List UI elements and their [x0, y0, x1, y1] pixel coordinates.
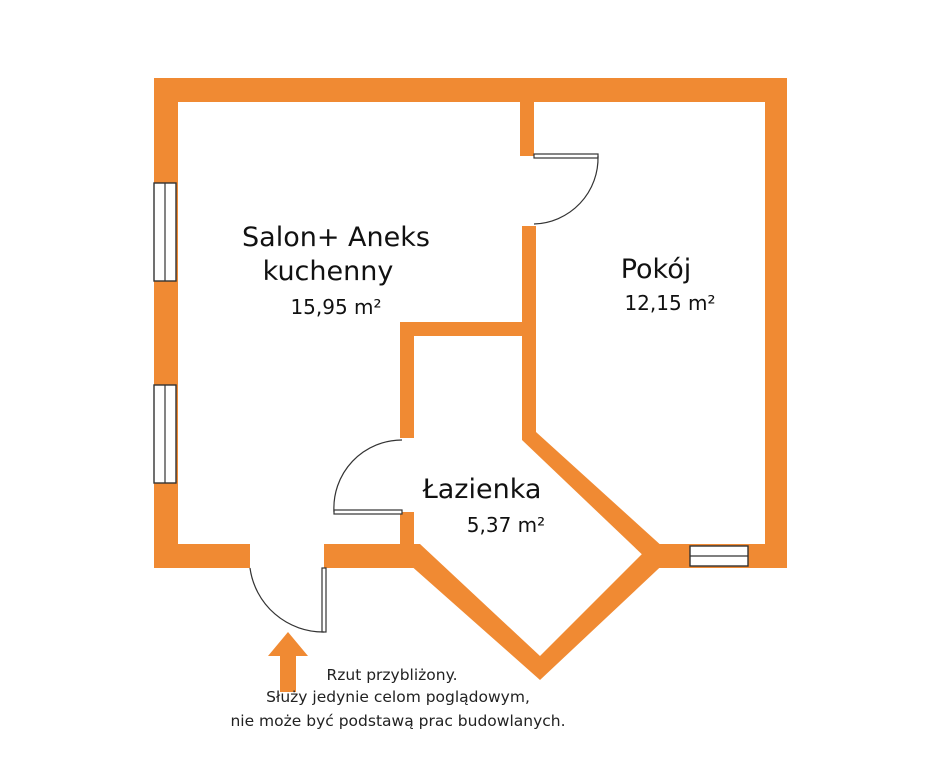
salon-name-line2: kuchenny [263, 256, 394, 287]
wall-top [154, 78, 787, 102]
wall-left [154, 78, 178, 568]
salon-area: 15,95 m² [290, 295, 381, 319]
wall-bottom-left-a [154, 544, 250, 568]
door-bath-leaf [333, 509, 403, 515]
pokoj-area: 12,15 m² [624, 291, 715, 315]
door-bath-swing [333, 439, 403, 513]
door-entrance-leaf [321, 567, 327, 633]
lazienka-name: Łazienka [422, 474, 542, 505]
windows [153, 182, 749, 567]
wall-bath-diagonal [522, 432, 664, 562]
wall-bottom-left-b [324, 544, 414, 568]
wall-bay [400, 544, 672, 680]
lazienka-area: 5,37 m² [467, 513, 545, 537]
wall-bath-top [400, 322, 530, 336]
pokoj-name: Pokój [621, 254, 692, 285]
entrance-arrow-icon [268, 632, 308, 692]
door-entrance-swing [249, 567, 325, 633]
doors [249, 153, 599, 633]
disclaimer-line2: Służy jedynie celom poglądowym, [266, 688, 530, 706]
disclaimer-line1: Rzut przybliżony. [326, 666, 457, 684]
salon-name-line1: Salon+ Aneks [242, 222, 430, 253]
door-pokoj-leaf [533, 153, 599, 159]
walls [154, 78, 787, 680]
wall-right [765, 78, 787, 568]
wall-bath-left-upper [400, 322, 414, 438]
wall-interior-top [520, 100, 534, 156]
door-pokoj-swing [533, 155, 599, 225]
disclaimer-line3: nie może być podstawą prac budowlanych. [230, 712, 565, 730]
